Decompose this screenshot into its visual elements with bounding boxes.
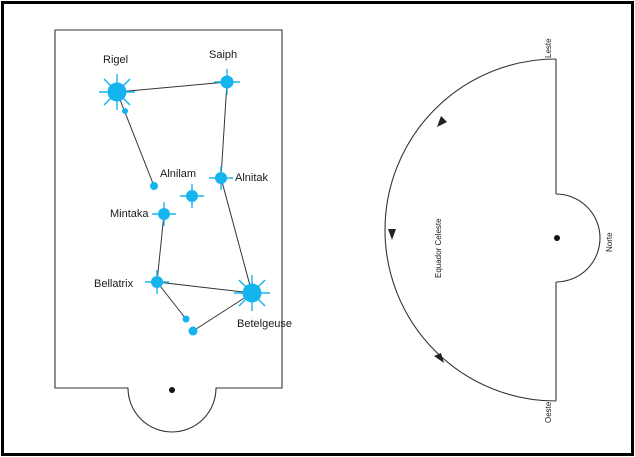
pivot-dot [169,387,175,393]
label-oeste: Oeste [544,401,553,423]
label-mintaka: Mintaka [110,208,149,220]
alnilam-dot-icon [150,182,158,190]
label-betelgeuse: Betelgeuse [237,318,292,330]
arrow-icon [437,116,447,127]
label-alnilam: Alnilam [160,168,196,180]
line-betelgeuse-dot [192,292,253,332]
constellation-lines [116,81,253,332]
line-bellatrix-dot [156,281,187,320]
line-mintaka-bellatrix [156,213,165,283]
label-leste: Leste [544,38,553,58]
small-star-icon [188,326,198,336]
label-alnitak: Alnitak [235,172,269,184]
north-bump [555,193,601,283]
label-norte: Norte [605,232,614,252]
mintaka-star-icon [152,202,176,226]
saiph-star-icon [214,69,240,95]
sky-panel: Leste Oeste Norte Equador Celeste [384,38,614,423]
bellatrix-star-icon [145,270,169,294]
constellation-card-outline [54,29,283,433]
alnitak-star-icon [209,166,233,190]
line-saiph-alnitak [220,81,228,179]
label-bellatrix: Bellatrix [94,278,134,290]
label-equador-celeste: Equador Celeste [434,218,443,278]
line-bellatrix-betelgeuse [156,281,253,294]
line-rigel-alnilam [116,91,155,187]
line-alnitak-betelgeuse [220,177,253,294]
rigel-star-icon [99,74,135,110]
alnilam-star-icon [180,184,204,208]
celestial-equator-arc [384,58,557,402]
arrow-icon [388,229,396,240]
betelgeuse-star-icon [234,275,270,311]
line-rigel-saiph [116,81,228,93]
arrow-icon [434,353,444,363]
constellation-panel: Rigel Saiph Alnilam Alnitak Mintaka Bell… [54,29,292,433]
observer-dot [554,235,560,241]
small-star-icon [182,315,190,323]
label-saiph: Saiph [209,49,237,61]
small-star-icon [122,108,128,114]
label-rigel: Rigel [103,54,128,66]
